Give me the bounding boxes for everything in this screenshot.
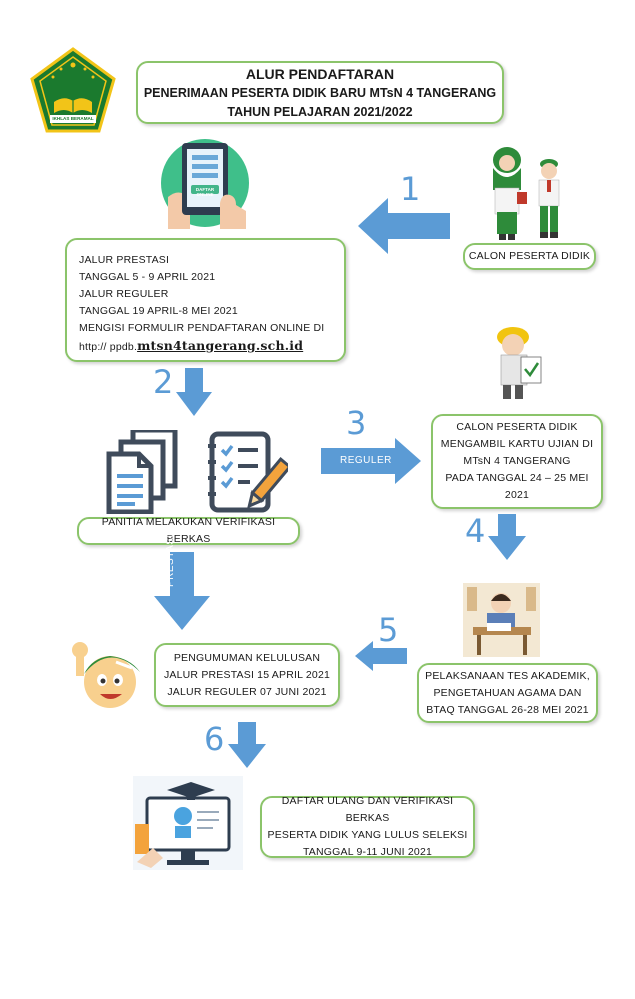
page-year: TAHUN PELAJARAN 2021/2022	[227, 104, 413, 119]
arrow-down-step-2	[176, 368, 212, 416]
jalur-pendaftaran-box: JALUR PRESTASI TANGGAL 5 - 9 APRIL 2021 …	[65, 238, 346, 362]
kartu-ujian-box: CALON PESERTA DIDIK MENGAMBIL KARTU UJIA…	[431, 414, 603, 509]
examiner-illustration	[487, 323, 547, 403]
exam-room-illustration	[463, 573, 540, 657]
tes-line-1: PELAKSANAAN TES AKADEMIK,	[425, 669, 590, 682]
registration-url[interactable]: http:// ppdb.mtsn4tangerang.sch.id	[79, 337, 344, 356]
step-number-3: 3	[346, 404, 367, 442]
jalur-line-reguler-date: TANGGAL 19 APRIL-8 MEI 2021	[79, 305, 238, 317]
ministry-logo: IKHLAS BERAMAL	[28, 47, 118, 135]
calon-peserta-didik-label: CALON PESERTA DIDIK	[468, 250, 591, 262]
kartu-line-2: MENGAMBIL KARTU UJIAN DI	[440, 438, 594, 450]
panitia-label: PANITIA MELAKUKAN VERIFIKASI BERKAS	[101, 516, 276, 545]
daftar-ulang-line-1: DAFTAR ULANG DAN VERIFIKASI BERKAS	[281, 795, 454, 824]
arrow-down-step-4	[488, 514, 526, 560]
step-number-2: 2	[153, 363, 174, 401]
step-number-6: 6	[204, 720, 225, 758]
arrow-left-step-5	[355, 641, 407, 671]
logo-caption: IKHLAS BERAMAL	[52, 116, 94, 121]
step-number-1: 1	[400, 170, 421, 208]
page-subtitle: PENERIMAAN PESERTA DIDIK BARU MTsN 4 TAN…	[143, 85, 497, 100]
step-number-4: 4	[465, 512, 486, 550]
panitia-verifikasi-box: PANITIA MELAKUKAN VERIFIKASI BERKAS	[77, 516, 300, 545]
daftar-ulang-box: DAFTAR ULANG DAN VERIFIKASI BERKAS PESER…	[260, 795, 475, 858]
kartu-line-5: 2021	[504, 489, 530, 501]
reguler-arrow-label: REGULER	[340, 455, 392, 466]
page-title-box: ALUR PENDAFTARAN PENERIMAAN PESERTA DIDI…	[136, 61, 504, 124]
jalur-line-formulir: MENGISI FORMULIR PENDAFTARAN ONLINE DI	[79, 322, 325, 334]
pengumuman-line-1: PENGUMUMAN KELULUSAN	[173, 651, 321, 664]
tablet-label: DAFTAR ONLINE	[195, 187, 215, 197]
arrow-down-prestasi	[154, 552, 210, 630]
jalur-line-prestasi-date: TANGGAL 5 - 9 APRIL 2021	[79, 271, 216, 283]
online-verification-illustration	[133, 776, 243, 870]
prestasi-arrow-label: PRESTASI	[165, 534, 176, 587]
kartu-line-3: MTsN 4 TANGERANG	[463, 455, 571, 467]
kartu-line-1: CALON PESERTA DIDIK	[456, 421, 578, 433]
step-number-5: 5	[378, 611, 399, 649]
online-registration-tablet-icon: DAFTAR ONLINE	[160, 137, 250, 229]
arrow-right-reguler	[321, 438, 421, 484]
registration-url-prefix: http:// ppdb.	[79, 341, 138, 353]
calon-peserta-didik-box: CALON PESERTA DIDIK	[463, 243, 596, 270]
celebrating-student-illustration	[70, 638, 146, 714]
daftar-ulang-line-3: TANGGAL 9-11 JUNI 2021	[302, 846, 433, 858]
jalur-line-prestasi: JALUR PRESTASI	[79, 254, 170, 266]
page-title: ALUR PENDAFTARAN	[245, 65, 395, 82]
checklist-icon	[206, 430, 292, 514]
tes-akademik-box: PELAKSANAAN TES AKADEMIK, PENGETAHUAN AG…	[417, 663, 598, 723]
arrow-down-step-6	[228, 722, 266, 768]
daftar-ulang-line-2: PESERTA DIDIK YANG LULUS SELEKSI	[267, 829, 468, 841]
pengumuman-kelulusan-box: PENGUMUMAN KELULUSAN JALUR PRESTASI 15 A…	[154, 643, 340, 707]
pengumuman-line-3: JALUR REGULER 07 JUNI 2021	[167, 685, 327, 698]
kartu-line-4: PADA TANGGAL 24 – 25 MEI	[445, 472, 589, 484]
tes-line-2: PENGETAHUAN AGAMA DAN	[433, 686, 582, 699]
tes-line-3: BTAQ TANGGAL 26-28 MEI 2021	[426, 703, 589, 716]
arrow-left-step-1	[358, 198, 450, 254]
jalur-line-reguler: JALUR REGULER	[79, 288, 169, 300]
pengumuman-line-2: JALUR PRESTASI 15 APRIL 2021	[163, 668, 331, 681]
registration-url-domain[interactable]: mtsn4tangerang.sch.id	[137, 338, 304, 353]
documents-icon	[103, 427, 183, 515]
students-illustration	[487, 146, 572, 244]
